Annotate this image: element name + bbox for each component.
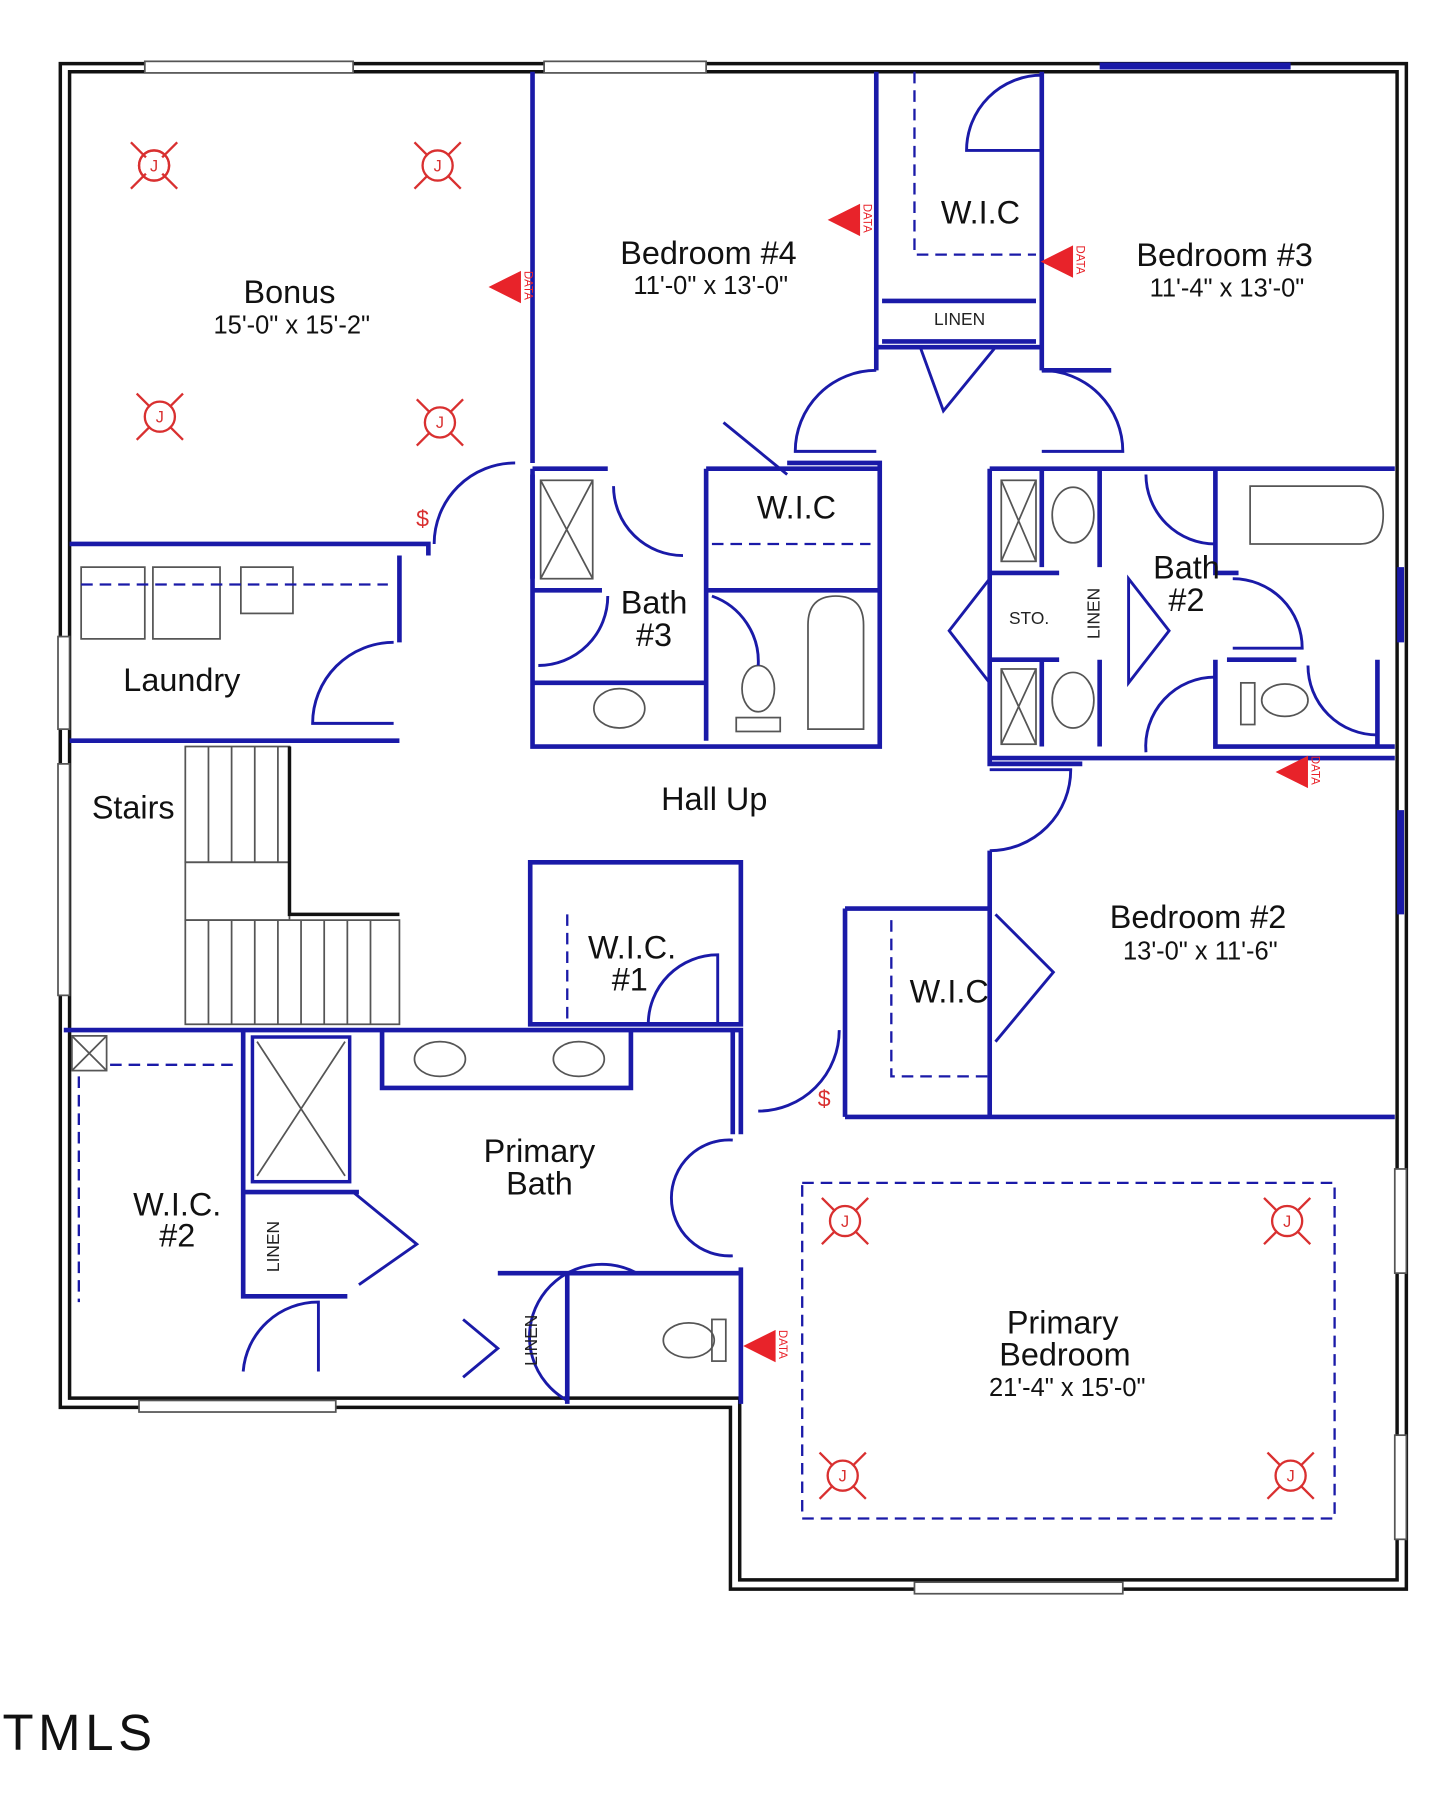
room-name-wic2-line1: W.I.C. — [133, 1186, 221, 1222]
fixtures — [71, 71, 1385, 1362]
label-linen-bath2: LINEN — [1084, 588, 1104, 639]
svg-text:DATA: DATA — [861, 204, 873, 233]
svg-text:J: J — [1287, 1467, 1295, 1485]
svg-text:J: J — [841, 1213, 849, 1231]
svg-text:J: J — [839, 1467, 847, 1485]
exterior-walls — [57, 60, 1409, 1595]
svg-text:DATA: DATA — [1308, 756, 1320, 785]
room-name-bedroom2: Bedroom #2 — [1110, 899, 1286, 935]
junction-box-icon: J — [413, 141, 462, 190]
room-name-bath3-line1: Bath — [621, 584, 688, 620]
room-name-wic2-line2: #2 — [159, 1218, 195, 1254]
data-outlets: DATA DATA DATA DATA DATA — [488, 203, 1320, 1363]
junction-box-icon: J — [1263, 1197, 1312, 1246]
junction-box-icon: J — [821, 1197, 869, 1246]
room-name-laundry: Laundry — [123, 662, 241, 698]
room-name-wic1-line1: W.I.C. — [588, 929, 676, 965]
room-dims-primary-bedroom: 21'-4" x 15'-0" — [989, 1374, 1146, 1402]
junction-box-icon: J — [415, 398, 464, 447]
room-name-wic-bed4: W.I.C — [757, 490, 836, 526]
data-outlet-icon: DATA — [743, 1329, 788, 1363]
room-name-primary-bath-line1: Primary — [484, 1133, 596, 1169]
room-dims-bedroom3: 11'-4" x 13'-0" — [1150, 274, 1305, 302]
svg-text:J: J — [156, 408, 164, 426]
label-linen-primary-bath-2: LINEN — [521, 1315, 541, 1366]
room-name-hall: Hall Up — [661, 781, 767, 817]
interior-walls — [63, 71, 1395, 1404]
data-outlet-icon: DATA — [488, 270, 533, 304]
room-name-stairs: Stairs — [92, 789, 175, 825]
room-dims-bonus: 15'-0" x 15'-2" — [214, 311, 371, 339]
room-name-primary-bedroom-line1: Primary — [1007, 1304, 1119, 1340]
label-linen-primary-bath-1: LINEN — [263, 1221, 283, 1272]
svg-text:J: J — [436, 414, 444, 432]
label-linen-upper: LINEN — [934, 309, 985, 329]
label-storage: STO. — [1009, 608, 1049, 628]
room-name-wic-bed3: W.I.C — [941, 194, 1020, 230]
svg-text:DATA: DATA — [776, 1330, 788, 1359]
room-dims-bedroom2: 13'-0" x 11'-6" — [1123, 937, 1278, 965]
tmls-logo: TMLS — [2, 1704, 156, 1761]
room-name-primary-bath-line2: Bath — [506, 1165, 573, 1201]
room-name-bedroom3: Bedroom #3 — [1136, 237, 1312, 273]
svg-text:J: J — [434, 157, 442, 175]
svg-text:J: J — [1283, 1213, 1291, 1231]
svg-text:J: J — [150, 157, 158, 175]
room-name-wic1-line2: #1 — [612, 962, 648, 998]
room-name-bath2-line2: #2 — [1168, 582, 1204, 618]
data-outlet-icon: DATA — [827, 203, 873, 237]
door-swings — [241, 73, 1378, 1402]
room-labels: Bonus 15'-0" x 15'-2" Bedroom #4 11'-0" … — [92, 194, 1313, 1401]
room-name-wic-bed2: W.I.C — [910, 973, 989, 1009]
junction-box-icon: J — [130, 141, 179, 190]
data-outlet-icon: DATA — [1040, 245, 1086, 278]
junction-box-icon: J — [135, 392, 184, 441]
room-name-bedroom4: Bedroom #4 — [620, 235, 796, 271]
stairs-treads — [184, 745, 401, 1026]
data-outlet-icon: DATA — [1275, 755, 1320, 789]
svg-text:DATA: DATA — [521, 271, 533, 300]
switch-icon: $ — [416, 506, 429, 532]
room-name-bonus: Bonus — [244, 274, 336, 310]
switch-icon: $ — [818, 1085, 831, 1111]
svg-text:DATA: DATA — [1074, 245, 1086, 274]
tray-ceiling-outline — [801, 1181, 1336, 1520]
switches: $ $ — [416, 506, 831, 1112]
room-name-bath3-line2: #3 — [636, 617, 672, 653]
room-name-bath2-line1: Bath — [1153, 550, 1220, 586]
junction-boxes: J J J J J J J J — [130, 141, 1315, 1500]
junction-box-icon: J — [818, 1451, 867, 1500]
junction-box-icon: J — [1266, 1451, 1315, 1500]
room-dims-bedroom4: 11'-0" x 13'-0" — [633, 272, 788, 300]
room-name-primary-bedroom-line2: Bedroom — [999, 1337, 1130, 1373]
